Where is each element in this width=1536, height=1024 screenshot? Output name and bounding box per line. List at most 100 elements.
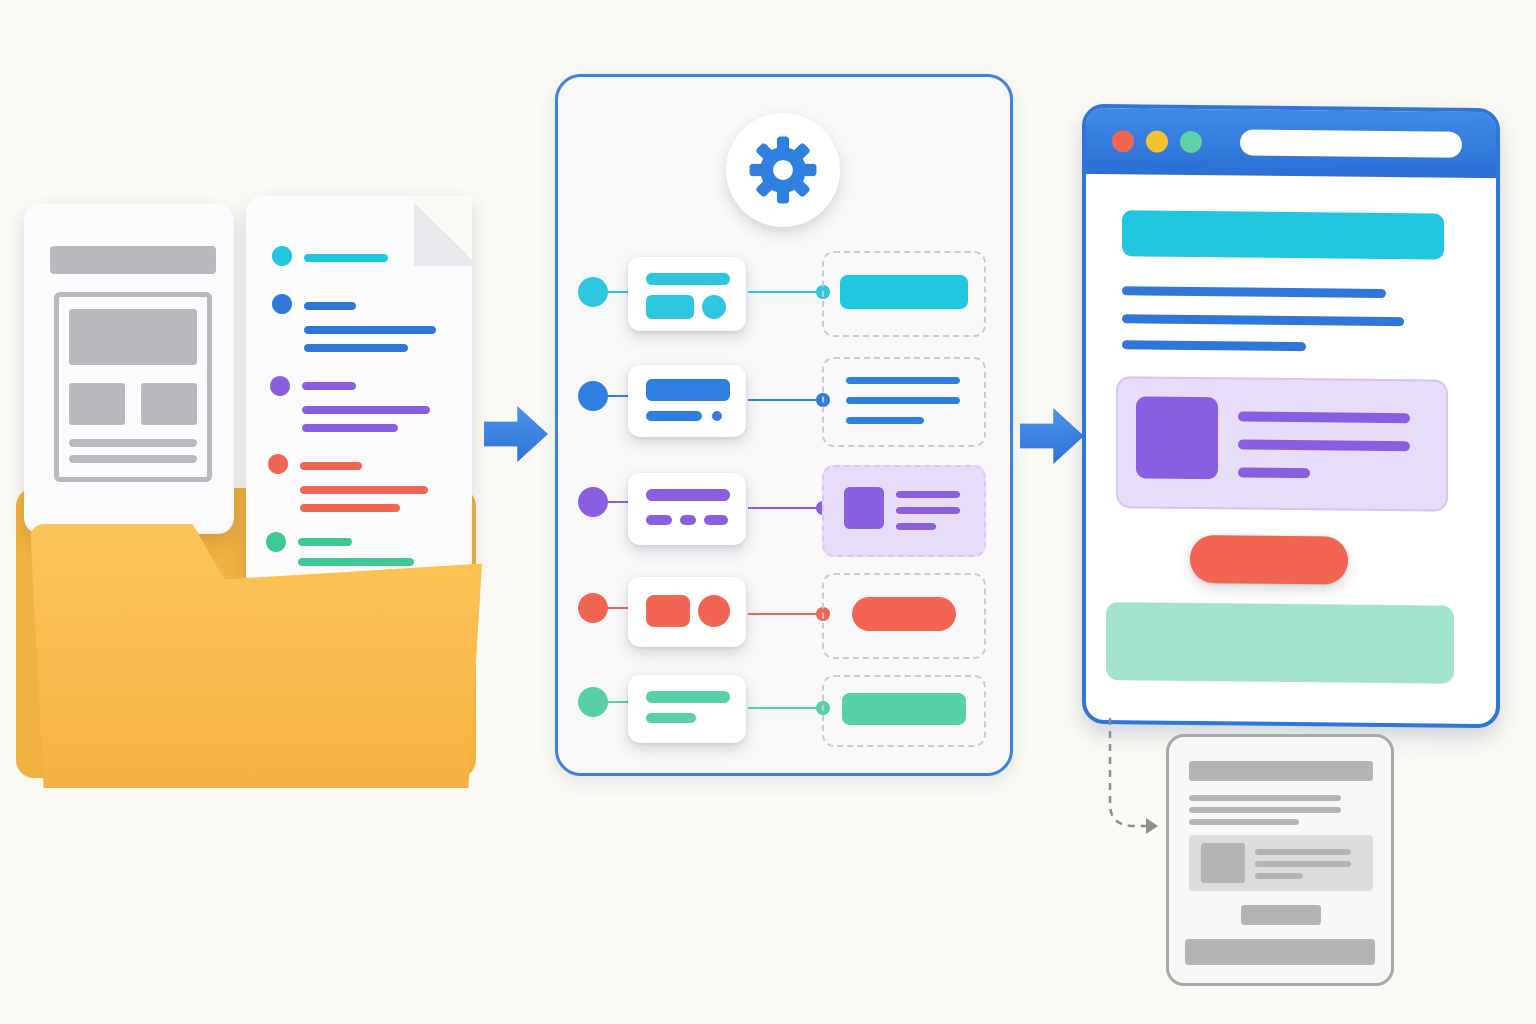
doc-block-right [141, 383, 197, 425]
row-target [822, 357, 986, 447]
browser-titlebar [1086, 107, 1496, 179]
row-input-dot [578, 487, 608, 517]
row-connector [748, 507, 820, 509]
target-line [846, 377, 960, 384]
wireframe-preview [1166, 734, 1394, 986]
wireframe-line [1255, 861, 1351, 867]
doc-image-block [69, 309, 197, 365]
media-thumbnail [1136, 396, 1218, 480]
doc-line [302, 406, 430, 414]
node-line [646, 411, 702, 421]
doc-line [298, 538, 352, 546]
row-connector [748, 291, 820, 293]
row-target [822, 573, 986, 659]
doc-bullet [272, 246, 292, 266]
doc-line [304, 302, 356, 310]
doc-frame [54, 292, 212, 482]
wireframe-button [1241, 905, 1321, 925]
row-connector [748, 399, 820, 401]
target-line [896, 491, 960, 498]
target-media-thumb [844, 487, 884, 529]
row-connector [748, 707, 820, 709]
doc-header-bar [50, 246, 216, 274]
target-line [896, 523, 936, 530]
media-text-line [1238, 467, 1310, 479]
wireframe-card [1189, 835, 1373, 891]
page-text-line [1122, 286, 1386, 298]
wireframe-thumbnail [1201, 843, 1245, 883]
doc-line [304, 254, 388, 262]
row-node [628, 365, 746, 437]
row-target [822, 251, 986, 337]
page-cta-button [1190, 534, 1348, 585]
node-bar [646, 489, 730, 501]
row-target [822, 675, 986, 747]
node-block [646, 295, 694, 319]
row-connector [606, 501, 630, 503]
node-line [704, 515, 728, 525]
code-document [246, 196, 472, 596]
row-input-dot [578, 277, 608, 307]
doc-line [298, 558, 414, 566]
page-hero-bar [1122, 210, 1444, 260]
node-block [646, 595, 690, 627]
layout-document [24, 204, 234, 534]
doc-bullet [266, 532, 286, 552]
doc-line [300, 486, 428, 494]
target-green-button [842, 693, 966, 725]
row-target [822, 465, 986, 557]
doc-line [302, 382, 356, 390]
page-media-card [1116, 376, 1448, 512]
target-red-button [852, 597, 956, 631]
row-connector [606, 701, 630, 703]
source-folder-group [0, 0, 520, 820]
node-dot [698, 595, 730, 627]
target-line [846, 417, 924, 424]
doc-bullet [268, 454, 288, 474]
row-input-dot [578, 381, 608, 411]
row-node [628, 675, 746, 743]
row-input-dot [578, 593, 608, 623]
node-line [680, 515, 696, 525]
page-text-line [1122, 340, 1306, 352]
address-bar [1240, 129, 1462, 158]
node-bar [646, 379, 730, 401]
page-footer-block [1106, 602, 1454, 684]
doc-line [300, 462, 362, 470]
row-connector [606, 395, 630, 397]
right-arrow-icon [1020, 408, 1084, 464]
window-minimize-dot [1146, 130, 1168, 153]
row-connector [606, 291, 630, 293]
window-close-dot [1112, 130, 1134, 153]
window-maximize-dot [1180, 130, 1202, 154]
doc-bullet [272, 294, 292, 314]
row-node [628, 257, 746, 331]
browser-window [1082, 103, 1500, 729]
node-line [646, 713, 696, 723]
node-line [646, 515, 672, 525]
doc-line [300, 504, 400, 512]
node-dot [712, 411, 722, 421]
doc-bullet [270, 376, 290, 396]
doc-line [302, 424, 398, 432]
wireframe-line [1255, 849, 1351, 855]
doc-line [304, 344, 408, 352]
row-input-dot [578, 687, 608, 717]
row-node [628, 473, 746, 545]
dashed-connector [1108, 718, 1158, 834]
gear-badge [726, 113, 840, 227]
media-text-line [1238, 439, 1410, 452]
target-line [846, 397, 960, 404]
doc-folded-corner [414, 196, 472, 266]
wireframe-line [1189, 807, 1341, 813]
node-bar [646, 691, 730, 703]
node-bar [646, 273, 730, 285]
gear-icon [749, 136, 817, 204]
processor-panel [555, 74, 1013, 776]
row-node [628, 577, 746, 647]
wireframe-line [1189, 795, 1341, 801]
media-text-line [1238, 411, 1410, 424]
page-text-line [1122, 314, 1404, 327]
wireframe-header [1189, 761, 1373, 781]
doc-block-left [69, 383, 125, 425]
